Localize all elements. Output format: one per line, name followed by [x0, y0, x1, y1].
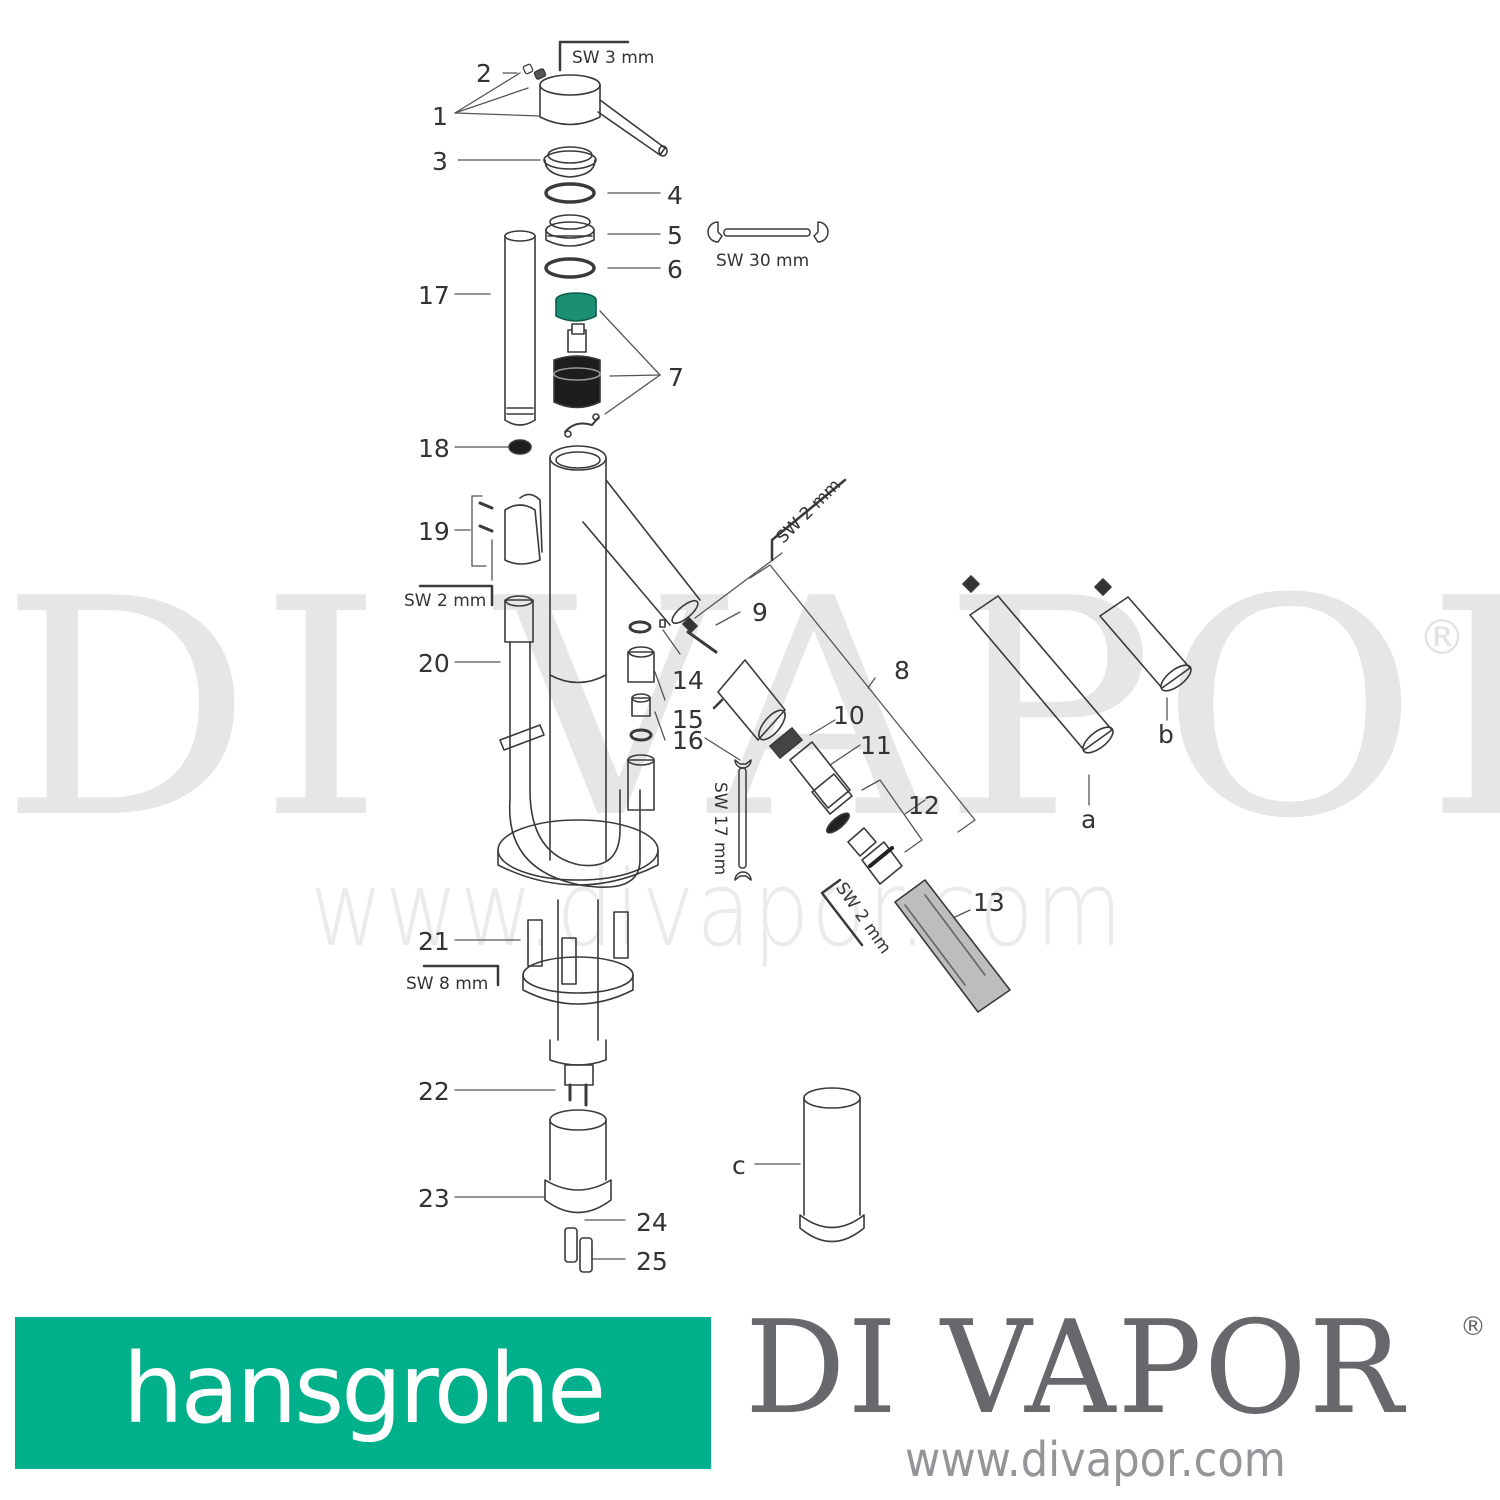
diverter-tool-part-13 — [894, 879, 1011, 1013]
tool-label-hex-3mm: SW 3 mm — [572, 48, 655, 68]
part-label-16: 16 — [672, 726, 704, 755]
part-label-6: 6 — [667, 255, 683, 284]
sleeve-part-23 — [544, 1109, 612, 1214]
part-label-19: 19 — [418, 517, 450, 546]
part-label-20: 20 — [418, 649, 450, 678]
watermark-url: www.divapor.com — [310, 848, 1125, 970]
extension-b — [1094, 578, 1192, 692]
tool-label-wrench-30mm: SW 30 mm — [716, 251, 810, 271]
watermark-logo: DI VAPOR — [0, 535, 1500, 884]
fittings-parts-14-16 — [627, 620, 655, 811]
watermark-registered-mark: ® — [1418, 610, 1466, 666]
cover-ring-part-3 — [543, 146, 597, 178]
divapor-url: www.divapor.com — [905, 1432, 1286, 1488]
wrench-17mm — [734, 759, 752, 881]
hex-key-holder — [418, 584, 494, 607]
part-label-24: 24 — [636, 1208, 668, 1237]
part-label-15: 15 — [672, 705, 704, 734]
tool-label-hex-2mm-holder: SW 2 mm — [404, 591, 487, 611]
o-ring-part-4 — [544, 182, 596, 204]
part-label-14: 14 — [672, 666, 704, 695]
hex-key-3mm — [558, 40, 630, 72]
divapor-registered-mark: ® — [1460, 1312, 1486, 1342]
part-label-2: 2 — [476, 59, 492, 88]
pins-parts-24-25 — [564, 1227, 593, 1273]
tool-label-hex-8mm: SW 8 mm — [406, 974, 489, 994]
seal-part-18 — [508, 439, 532, 455]
part-label-10: 10 — [833, 701, 865, 730]
hex-key-spout — [770, 478, 847, 562]
extension-a — [962, 575, 1114, 754]
part-label-1: 1 — [432, 102, 448, 131]
extension-c — [799, 1087, 865, 1243]
hansgrohe-logo-text: hansgrohe — [122, 1333, 606, 1445]
divapor-logo: DI VAPOR — [745, 1294, 1406, 1443]
part-label-9: 9 — [752, 598, 768, 627]
diverter-knob-part-9 — [682, 617, 718, 654]
base-plate — [497, 819, 659, 886]
leader-lines — [454, 72, 1168, 1260]
part-label-b: b — [1158, 720, 1174, 749]
cartridge-part-7 — [553, 292, 601, 438]
valve-part-22 — [549, 1039, 607, 1107]
holder-part-19 — [478, 493, 543, 565]
part-label-21: 21 — [418, 927, 450, 956]
faucet-body — [549, 445, 701, 861]
wrench-30mm — [707, 221, 829, 243]
part-label-3: 3 — [432, 147, 448, 176]
mounting-screws-part-21 — [522, 899, 634, 1041]
diverter-assembly-part-8 — [712, 659, 903, 885]
part-label-a: a — [1081, 805, 1097, 834]
part-label-22: 22 — [418, 1077, 450, 1106]
grub-screw-part-2 — [522, 63, 547, 80]
handle-part-1 — [539, 74, 668, 157]
part-label-18: 18 — [418, 434, 450, 463]
o-ring-part-6 — [544, 257, 596, 279]
part-label-13: 13 — [973, 888, 1005, 917]
hex-key-diverter — [820, 878, 864, 947]
hex-key-8mm — [422, 964, 500, 987]
part-label-4: 4 — [667, 181, 683, 210]
hand-shower-part-17 — [504, 230, 536, 426]
part-label-17: 17 — [418, 281, 450, 310]
watermark-text: DI VAPOR — [0, 535, 1500, 884]
hose-part-20 — [499, 595, 641, 888]
part-label-23: 23 — [418, 1184, 450, 1213]
part-label-25: 25 — [636, 1247, 668, 1276]
hansgrohe-logo: hansgrohe — [15, 1317, 711, 1469]
part-label-8: 8 — [894, 656, 910, 685]
part-label-c: c — [732, 1151, 746, 1180]
nut-part-5 — [545, 214, 595, 247]
part-label-7: 7 — [668, 363, 684, 392]
tool-label-wrench-17mm: SW 17 mm — [710, 782, 730, 876]
part-label-12: 12 — [908, 791, 940, 820]
part-label-5: 5 — [667, 221, 683, 250]
part-label-11: 11 — [860, 731, 892, 760]
